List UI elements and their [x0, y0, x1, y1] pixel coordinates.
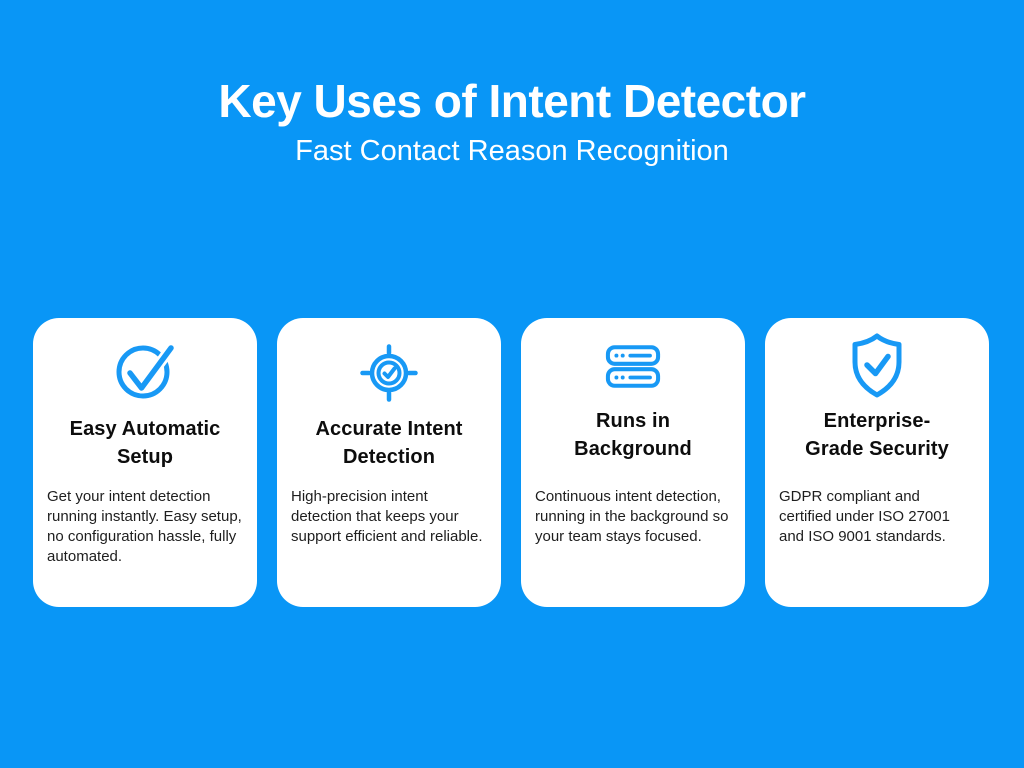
page-subtitle: Fast Contact Reason Recognition	[295, 135, 729, 167]
server-stack-icon	[605, 345, 661, 388]
card-heading: Easy Automatic Setup	[43, 415, 247, 471]
card-heading: Enterprise- Grade Security	[775, 407, 979, 463]
card-heading-line1: Runs in	[595, 410, 671, 432]
card-icon-wrap	[277, 341, 501, 405]
card-icon-wrap	[33, 340, 257, 400]
card-easy-automatic-setup: Easy Automatic Setup Get your intent det…	[33, 318, 257, 607]
card-heading-line2: Background	[574, 438, 692, 460]
page-header: Key Uses of Intent Detector Fast Contact…	[0, 0, 1024, 168]
card-description: GDPR compliant and certified under ISO 2…	[779, 488, 950, 545]
card-accurate-intent-detection: Accurate Intent Detection High-precision…	[277, 318, 501, 607]
card-heading-line2: Detection	[342, 446, 436, 468]
card-heading-line1: Enterprise-	[823, 410, 931, 432]
page-title: Key Uses of Intent Detector	[218, 75, 806, 127]
card-heading-line1: Accurate Intent	[315, 418, 463, 440]
card-heading-line2: Setup	[116, 446, 174, 468]
card-heading: Runs in Background	[531, 407, 735, 463]
card-description: Get your intent detection running instan…	[47, 488, 242, 565]
check-circle-icon	[116, 342, 175, 399]
feature-cards-row: Easy Automatic Setup Get your intent det…	[33, 318, 991, 607]
card-heading: Accurate Intent Detection	[287, 415, 491, 471]
card-icon-wrap	[521, 345, 745, 388]
card-description: High-precision intent detection that kee…	[291, 488, 483, 545]
card-runs-in-background: Runs in Background Continuous intent det…	[521, 318, 745, 607]
shield-check-icon	[852, 333, 902, 398]
card-icon-wrap	[765, 332, 989, 400]
card-enterprise-grade-security: Enterprise- Grade Security GDPR complian…	[765, 318, 989, 607]
target-check-icon	[360, 344, 418, 402]
card-heading-line1: Easy Automatic	[69, 418, 221, 440]
card-description: Continuous intent detection, running in …	[535, 488, 729, 545]
card-heading-line2: Grade Security	[805, 438, 949, 460]
